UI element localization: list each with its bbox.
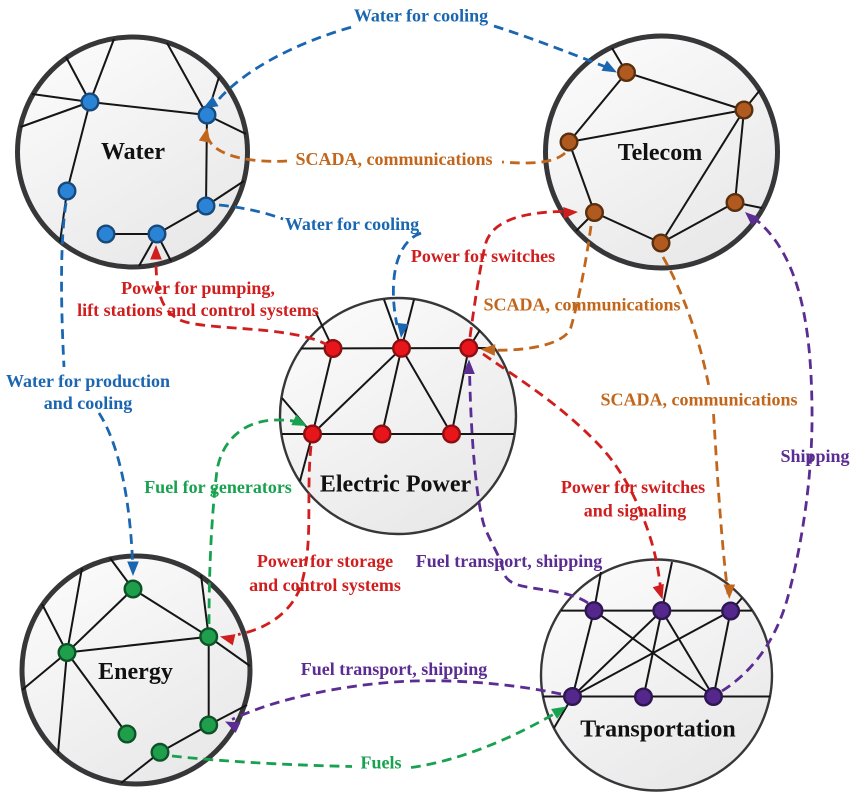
svg-text:Water for production: Water for production bbox=[6, 371, 170, 391]
svg-text:Shipping: Shipping bbox=[780, 446, 849, 466]
svg-text:and cooling: and cooling bbox=[44, 393, 133, 413]
svg-text:Fuel transport, shipping: Fuel transport, shipping bbox=[416, 551, 603, 571]
svg-text:Power for storage: Power for storage bbox=[257, 551, 393, 571]
svg-text:Power for pumping,: Power for pumping, bbox=[121, 278, 275, 298]
svg-text:Electric Power: Electric Power bbox=[320, 472, 472, 498]
svg-text:Water: Water bbox=[101, 139, 165, 165]
svg-text:Fuel transport, shipping: Fuel transport, shipping bbox=[301, 659, 488, 679]
svg-text:Telecom: Telecom bbox=[618, 140, 702, 166]
svg-text:SCADA, communications: SCADA, communications bbox=[295, 149, 492, 169]
svg-text:SCADA, communications: SCADA, communications bbox=[600, 390, 797, 410]
svg-text:Fuels: Fuels bbox=[360, 753, 401, 773]
svg-text:Energy: Energy bbox=[98, 659, 173, 685]
svg-text:Power for switches: Power for switches bbox=[411, 246, 555, 266]
svg-text:Power for switches: Power for switches bbox=[561, 477, 705, 497]
svg-text:and control systems: and control systems bbox=[249, 575, 401, 595]
svg-text:lift stations and control syst: lift stations and control systems bbox=[77, 300, 319, 320]
svg-text:Water for cooling: Water for cooling bbox=[354, 6, 488, 26]
svg-text:Water for cooling: Water for cooling bbox=[285, 214, 419, 234]
svg-text:Transportation: Transportation bbox=[580, 717, 736, 743]
svg-text:Fuel for generators: Fuel for generators bbox=[144, 477, 292, 497]
svg-text:SCADA, communications: SCADA, communications bbox=[483, 295, 680, 315]
svg-text:and signaling: and signaling bbox=[584, 501, 687, 521]
